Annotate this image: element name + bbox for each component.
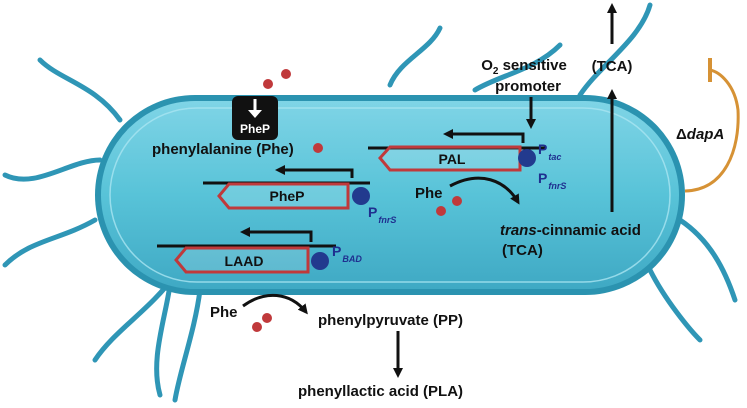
trans-cinnamic-label: trans-cinnamic acid xyxy=(500,222,641,239)
phe-molecule-dot xyxy=(436,206,446,216)
flagellum xyxy=(677,217,738,303)
gene-phep: PheP PfnrS xyxy=(203,165,396,225)
phenylpyruvate-label: phenylpyruvate (PP) xyxy=(318,312,463,329)
gene-label: LAAD xyxy=(225,253,264,269)
phe-molecule-dot xyxy=(313,143,323,153)
promoter-dot xyxy=(311,252,329,270)
promoter-label-fnrs: PfnrS xyxy=(538,170,566,191)
transporter-label: PheP xyxy=(240,122,270,136)
phe-molecule-dot xyxy=(262,313,272,323)
pal-reaction-arrow xyxy=(449,176,520,205)
phe-molecule-dot xyxy=(263,79,273,89)
laad-reaction-arrow xyxy=(242,293,308,315)
transcription-arrow xyxy=(275,165,354,178)
phe-bottom-label: Phe xyxy=(210,304,238,321)
gene-box xyxy=(174,246,310,274)
dapa-label: ΔdapA xyxy=(676,126,724,143)
flagellum xyxy=(172,287,203,403)
phe-molecule-dot xyxy=(452,196,462,206)
gene-pal: PAL Ptac PfnrS xyxy=(368,129,566,191)
promoter-label-bad: PBAD xyxy=(332,243,362,264)
flagellum xyxy=(154,282,173,398)
phe-inside-label: Phe xyxy=(415,185,443,202)
dapa-inhibition-line xyxy=(684,68,740,193)
phenylalanine-label: phenylalanine (Phe) xyxy=(152,141,294,158)
gene-label: PAL xyxy=(439,151,466,167)
flagellum xyxy=(472,42,563,93)
molecules xyxy=(252,69,462,332)
phe-molecule-dot xyxy=(281,69,291,79)
tca-top-label: (TCA) xyxy=(592,58,633,75)
phe-molecule-dot xyxy=(252,322,262,332)
tca-inside-label: (TCA) xyxy=(502,242,543,259)
promoter-dot xyxy=(518,149,536,167)
gene-box xyxy=(217,182,350,210)
transcription-arrow xyxy=(240,227,313,242)
phenyllactic-label: phenyllactic acid (PLA) xyxy=(298,383,463,400)
promoter-label-fnrs: PfnrS xyxy=(368,204,396,225)
flagellum xyxy=(2,217,98,268)
transcription-arrow xyxy=(443,129,525,143)
o2-sensitive-label-line2: promoter xyxy=(495,78,561,95)
flagellum xyxy=(387,25,443,88)
gene-box xyxy=(378,145,522,172)
promoter-dot xyxy=(352,187,370,205)
promoter-label-tac: Ptac xyxy=(538,141,561,162)
flagellum xyxy=(647,267,703,343)
gene-label: PheP xyxy=(269,188,304,204)
flagellum xyxy=(577,2,653,98)
phep-transporter: PheP xyxy=(232,96,278,140)
o2-sensitive-label-line1: O2 sensitive xyxy=(481,57,567,77)
flagellum xyxy=(2,157,103,182)
transporter-arrow-head xyxy=(248,110,262,118)
gene-laad: LAAD PBAD xyxy=(157,227,362,274)
cell-membrane xyxy=(109,107,671,283)
flagellum xyxy=(37,57,123,123)
